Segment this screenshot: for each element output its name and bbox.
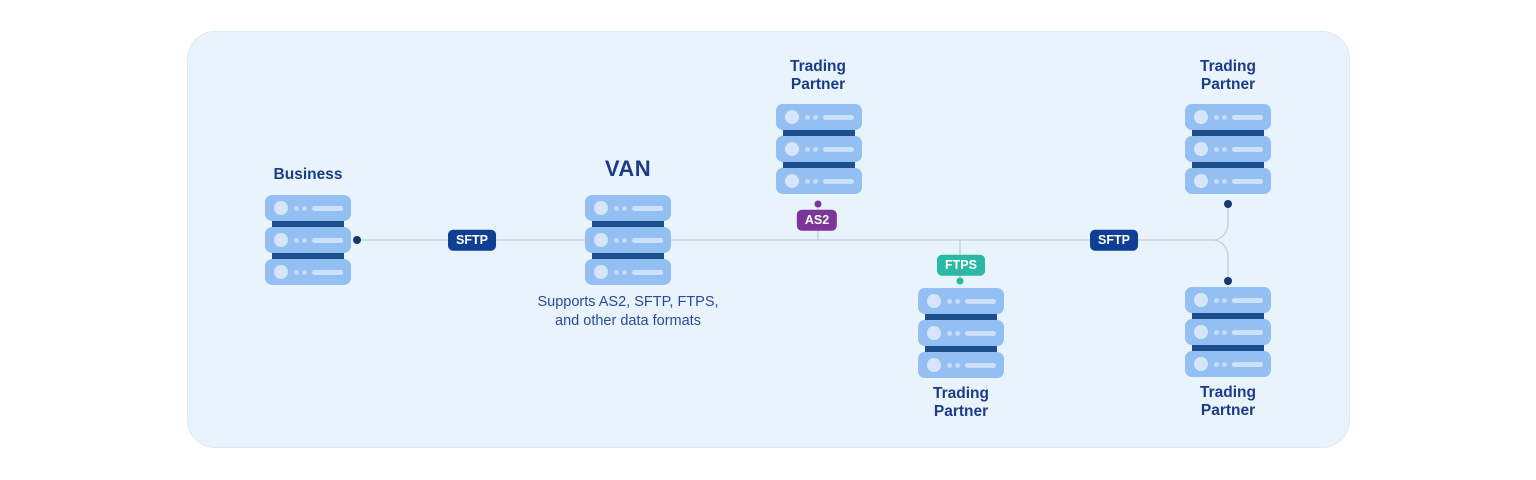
as2-badge: AS2	[796, 209, 838, 231]
van-caption-line-1: Supports AS2, SFTP, FTPS,	[537, 294, 719, 310]
business-server-icon	[265, 195, 351, 285]
ftps-badge: FTPS	[937, 254, 985, 276]
bottom-right-connector-dot	[1224, 277, 1232, 285]
trading-partner-top-right-label: Trading Partner	[1200, 58, 1256, 93]
trading-partner-bottom-right-label: Trading Partner	[1200, 384, 1256, 419]
trading-partner-top-right-server-icon	[1185, 104, 1271, 194]
trading-partner-bottom-right-server-icon	[1185, 287, 1271, 377]
trading-partner-top-center-label: Trading Partner	[790, 58, 846, 93]
trading-partner-bottom-center-server-icon	[918, 288, 1004, 378]
business-connector-dot	[353, 236, 361, 244]
top-right-connector-dot	[1224, 200, 1232, 208]
fork-down-line	[1213, 239, 1229, 279]
fork-up-line	[1213, 206, 1229, 241]
van-server-icon	[585, 195, 671, 285]
business-label: Business	[273, 166, 343, 183]
trading-partner-bottom-center-label: Trading Partner	[933, 385, 989, 420]
van-caption: Supports AS2, SFTP, FTPS, and other data…	[518, 293, 738, 331]
sftp-left-badge: SFTP	[448, 229, 496, 251]
sftp-right-badge: SFTP	[1090, 229, 1138, 251]
trading-partner-top-center-server-icon	[776, 104, 862, 194]
as2-connector-dot	[814, 200, 822, 208]
van-label: VAN	[604, 156, 652, 181]
van-caption-line-2: and other data formats	[555, 313, 701, 329]
ftps-connector-dot	[956, 277, 964, 285]
